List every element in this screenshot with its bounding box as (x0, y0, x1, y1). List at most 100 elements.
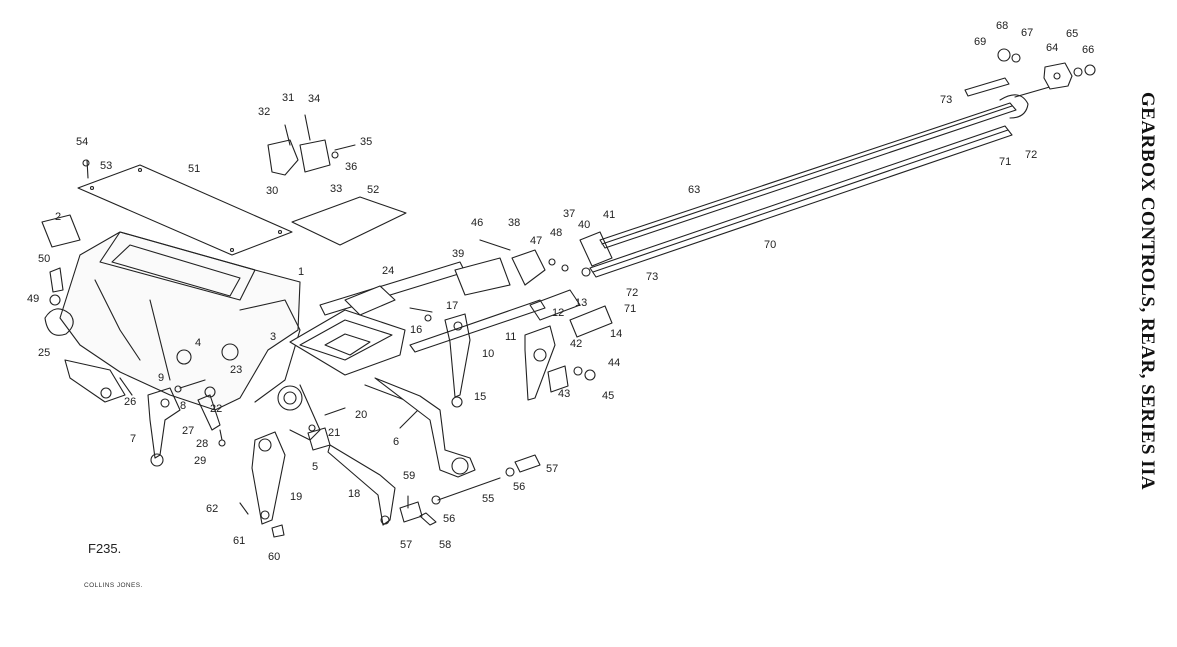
spring-34 (304, 114, 311, 141)
part-label: 65 (1066, 28, 1078, 40)
rod-73-end (964, 77, 1010, 97)
part-label: 17 (446, 300, 458, 312)
part-label: 36 (345, 161, 357, 173)
selector-block-12 (529, 289, 581, 321)
part-label: 11 (505, 331, 516, 343)
bracket-27 (197, 394, 221, 431)
bolt-58 (419, 512, 437, 526)
part-labels: 1 2 3 4 5 6 7 8 9 10 11 12 13 14 15 16 1… (27, 20, 1094, 563)
part-label: 14 (610, 328, 622, 340)
washer-68 (1011, 53, 1021, 63)
part-label: 24 (382, 265, 394, 277)
bolt-28 (219, 429, 223, 441)
lever-19 (251, 431, 286, 525)
bolt-8 (179, 379, 206, 389)
washer-49 (49, 294, 61, 306)
bush-22 (204, 386, 216, 398)
part-label: 5 (312, 461, 318, 473)
rod-end-clevis-72 (999, 94, 1029, 119)
bolt-20 (324, 407, 346, 416)
part-label: 71 (624, 303, 636, 315)
part-label: 55 (482, 493, 494, 505)
part-label: 2 (55, 211, 61, 223)
part-label: 49 (27, 293, 39, 305)
lever-38 (511, 249, 546, 286)
part-label: 10 (482, 348, 494, 360)
part-label: 56 (443, 513, 455, 525)
pin-46 (479, 239, 511, 251)
part-label: 51 (188, 163, 200, 175)
lever-15 (444, 313, 471, 398)
rod-55 (437, 477, 501, 501)
part-label: 62 (206, 503, 218, 515)
part-label: 67 (1021, 27, 1033, 39)
part-label: 29 (194, 455, 206, 467)
part-label: 42 (570, 338, 582, 350)
part-label: 46 (471, 217, 483, 229)
washer-65 (1073, 67, 1083, 77)
part-label: 54 (76, 136, 88, 148)
part-label: 72 (626, 287, 638, 299)
part-label: 73 (940, 94, 952, 106)
part-label: 33 (330, 183, 342, 195)
bore-3 (277, 385, 303, 411)
part-label: 4 (195, 337, 201, 349)
part-label: 39 (452, 248, 464, 260)
part-label: 18 (348, 488, 360, 500)
clevis-57-upper (514, 454, 541, 473)
nut-9 (174, 385, 182, 393)
washer-44 (573, 366, 583, 376)
bush-2 (41, 214, 81, 248)
bolt-50 (49, 267, 64, 293)
part-label: 15 (474, 391, 486, 403)
clevis-57-lower (399, 501, 423, 523)
bush-4 (176, 349, 192, 365)
part-label: 3 (270, 331, 276, 343)
housing-lug (44, 308, 74, 336)
part-label: 20 (355, 409, 367, 421)
lever-42 (524, 325, 556, 401)
screw-53 (86, 159, 89, 179)
selector-rod-63 (599, 102, 1017, 249)
washer-40 (581, 267, 591, 277)
part-label: 21 (328, 427, 340, 439)
ball-joint-hole (1053, 72, 1061, 80)
part-label: 53 (100, 160, 112, 172)
part-label: 59 (403, 470, 415, 482)
cover-opening (289, 309, 406, 376)
part-label: 58 (439, 539, 451, 551)
part-label: 44 (608, 357, 620, 369)
part-label: 16 (410, 324, 422, 336)
part-label: 35 (360, 136, 372, 148)
part-label: 12 (552, 307, 564, 319)
part-label: 68 (996, 20, 1008, 32)
part-label: 45 (602, 390, 614, 402)
part-label: 13 (575, 297, 587, 309)
part-label: 70 (764, 239, 776, 251)
selector-rod-70 (589, 125, 1013, 278)
nut-29 (218, 439, 226, 447)
washer-21 (308, 424, 316, 432)
part-label: 28 (196, 438, 208, 450)
part-label: 38 (508, 217, 520, 229)
nut-37 (561, 264, 569, 272)
part-label: 56 (513, 481, 525, 493)
part-label: 8 (180, 400, 186, 412)
washer-48 (548, 258, 556, 266)
washer-17 (424, 314, 432, 322)
pin-31 (284, 124, 291, 146)
part-label: 50 (38, 253, 50, 265)
part-label: 66 (1082, 44, 1094, 56)
part-label: 27 (182, 425, 194, 437)
washer-36 (331, 151, 339, 159)
artist-credit: COLLINS JONES. (84, 582, 143, 589)
lever-6 (374, 377, 476, 478)
pin-26 (119, 377, 133, 396)
nut-45 (584, 369, 596, 381)
part-label: 57 (546, 463, 558, 475)
plate-51 (77, 164, 293, 256)
part-label: 57 (400, 539, 412, 551)
nut-66 (1084, 64, 1096, 76)
